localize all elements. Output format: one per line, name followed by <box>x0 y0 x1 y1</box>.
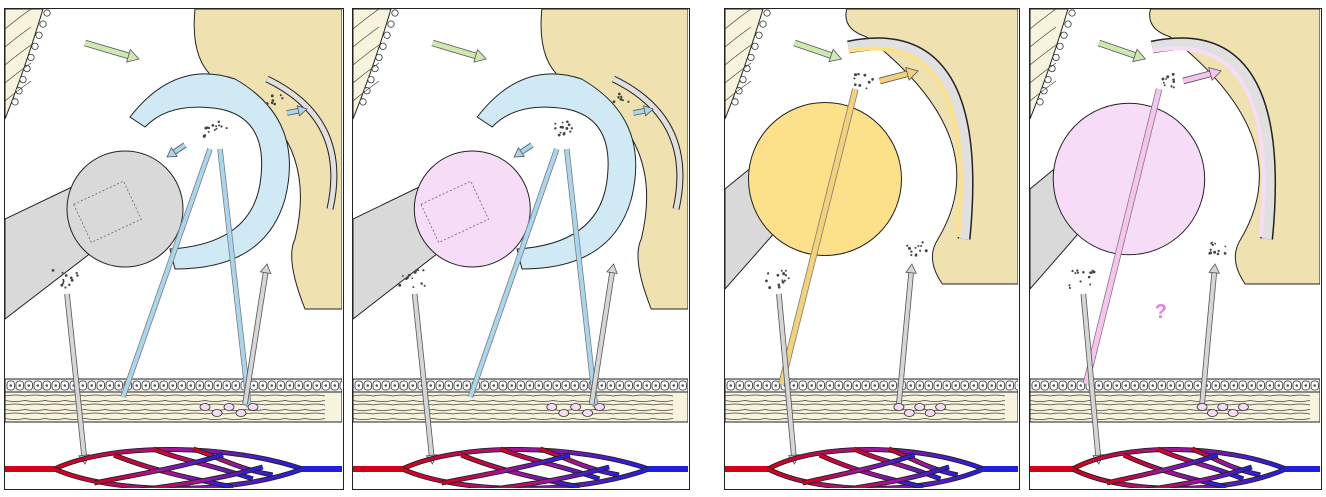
bone-edge-top-left <box>353 9 398 119</box>
wear-particles <box>203 121 228 138</box>
debris-near-shell <box>906 241 928 256</box>
blood-vessels <box>353 449 688 488</box>
macrophage-cell <box>1207 410 1217 417</box>
macrophage-cell <box>915 404 925 411</box>
femoral-head <box>748 102 901 255</box>
panel-svg <box>353 9 688 488</box>
panel-c <box>724 8 1020 490</box>
macrophage-cell <box>236 410 246 417</box>
macrophage-cell <box>1218 404 1228 411</box>
femoral-head <box>1053 103 1204 254</box>
blood-vessels <box>725 449 1018 488</box>
bone-edge-top-left <box>5 9 50 119</box>
wear-particles <box>1162 73 1176 89</box>
debris-near-shell <box>1208 242 1226 256</box>
panel-d: ? <box>1029 8 1322 490</box>
beam-blue-2 <box>220 149 249 407</box>
macrophage-cell <box>547 404 557 411</box>
macrophage-cell <box>904 410 914 417</box>
synovial-tissue <box>725 379 1018 422</box>
macrophage-cell <box>936 404 946 411</box>
question-mark-label: ? <box>1155 301 1167 324</box>
bone-edge-top-left <box>1030 9 1075 119</box>
debris-left <box>765 270 790 289</box>
panel-svg <box>5 9 342 488</box>
arrow-green-top <box>795 43 842 62</box>
debris-left <box>1068 269 1095 289</box>
macrophage-cell <box>595 404 605 411</box>
synovial-tissue <box>5 379 342 422</box>
arrow-blue-left <box>167 145 185 157</box>
arrow-green-top <box>85 43 139 62</box>
blood-vessels <box>1030 449 1320 488</box>
panel-svg <box>725 9 1018 488</box>
panel-b <box>352 8 690 490</box>
wear-particles <box>554 120 573 136</box>
femoral-head <box>414 151 530 267</box>
bone-edge-top-left <box>725 9 770 119</box>
macrophage-cell <box>559 410 569 417</box>
macrophage-cell <box>894 404 904 411</box>
macrophage-cell <box>212 410 222 417</box>
synovial-tissue <box>353 379 688 422</box>
blood-vessels <box>5 449 342 488</box>
macrophage-cell <box>1197 404 1207 411</box>
arrow-green-top <box>1099 43 1145 62</box>
macrophage-cell <box>1228 410 1238 417</box>
macrophage-cell <box>248 404 258 411</box>
macrophage-cell <box>200 404 210 411</box>
wear-particles <box>853 73 874 89</box>
beam-blue-2 <box>567 149 596 407</box>
arrow-blue-left <box>514 145 532 157</box>
macrophage-cell <box>224 404 234 411</box>
panel-a <box>4 8 344 490</box>
macrophage-cell <box>583 410 593 417</box>
femoral-head <box>67 151 183 267</box>
macrophage-cell <box>925 410 935 417</box>
arrow-green-top <box>433 43 487 62</box>
panel-svg <box>1030 9 1320 488</box>
synovial-tissue <box>1030 379 1320 422</box>
macrophage-cell <box>571 404 581 411</box>
macrophage-cell <box>1238 404 1248 411</box>
